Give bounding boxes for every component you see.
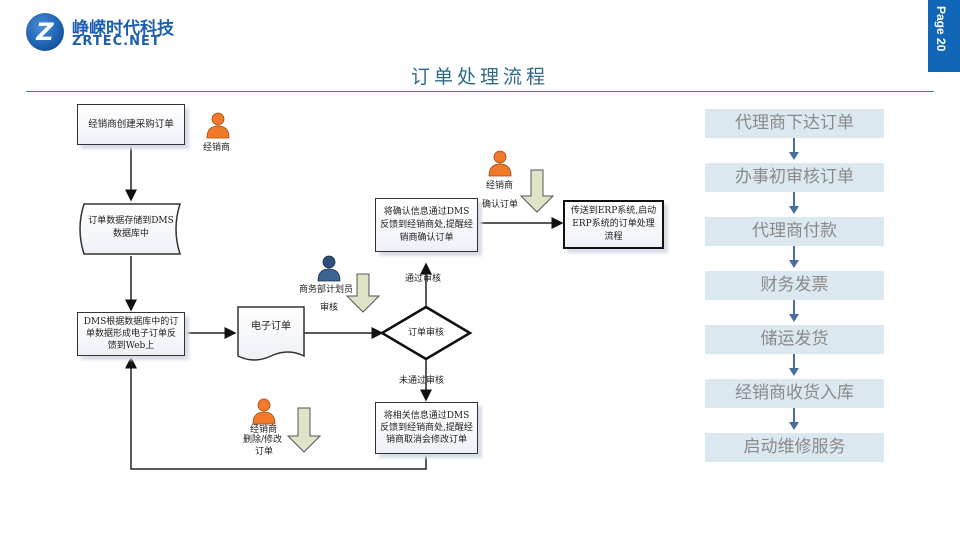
step-arrowhead-icon: [789, 368, 799, 376]
order-review-shape: [379, 305, 473, 361]
down-arrow-icon: [345, 273, 381, 313]
page-title: 订单处理流程: [410, 66, 549, 88]
node-e-order: 电子订单: [251, 321, 291, 332]
node-confirm-feedback: 将确认信息通过DMS反馈到经销商处,提醒经销商确认订单: [375, 198, 478, 252]
connector-reject-to-dms: [125, 356, 427, 470]
node-reject-feedback: 将相关信息通过DMS反馈到经销商处,提醒经销商取消会修改订单: [375, 402, 478, 454]
label-dealer-modify-action: 删除/修改: [243, 435, 283, 445]
logo-domain: ZRTEC.NET: [72, 34, 161, 49]
label-planner: 商务部计划员: [299, 285, 354, 295]
store-dms-shape: [79, 203, 182, 255]
node-store-dms: 订单数据存储到DMS数据库中: [88, 216, 174, 239]
down-arrow-icon: [519, 169, 555, 213]
step-item: 启动维修服务: [705, 433, 884, 462]
step-item: 财务发票: [705, 271, 884, 300]
label-dealer: 经销商: [203, 143, 231, 153]
step-arrow-icon: [793, 192, 795, 208]
down-arrow-icon: [286, 407, 322, 453]
step-arrow-icon: [793, 408, 795, 424]
label-dealer-confirm: 经销商: [486, 181, 514, 191]
step-arrowhead-icon: [789, 422, 799, 430]
step-arrow-icon: [793, 138, 795, 154]
step-item: 代理商下达订单: [705, 109, 884, 138]
step-arrowhead-icon: [789, 260, 799, 268]
label-dealer-confirm-action: 确认订单: [482, 200, 519, 210]
label-dealer-modify: 经销商: [250, 425, 278, 435]
label-planner-action: 审核: [320, 303, 339, 313]
step-arrow-icon: [793, 354, 795, 370]
node-erp-send: 传送到ERP系统,启动ERP系统的订单处理流程: [563, 200, 664, 249]
title-divider: [26, 91, 934, 92]
step-arrow-icon: [793, 246, 795, 262]
e-order-shape: [237, 306, 305, 361]
step-item: 储运发货: [705, 325, 884, 354]
dealer-person-icon: [206, 112, 230, 139]
node-order-review: 订单审核: [407, 328, 444, 338]
step-item: 代理商付款: [705, 217, 884, 246]
page-number-tab: Page 20: [928, 0, 960, 72]
logo-company-name: 峥嵘时代科技: [72, 19, 174, 39]
step-arrow-icon: [793, 300, 795, 316]
step-item: 经销商收货入库: [705, 379, 884, 408]
dealer-person-icon: [252, 398, 276, 425]
planner-person-icon: [317, 255, 341, 282]
dealer-person-icon: [488, 150, 512, 177]
label-not-passed: 未通过审核: [399, 376, 445, 386]
step-item: 办事初审核订单: [705, 163, 884, 192]
page-number: Page 20: [934, 6, 948, 52]
label-passed: 通过审核: [405, 274, 442, 284]
logo-icon: Z: [26, 13, 64, 51]
step-arrowhead-icon: [789, 152, 799, 160]
step-arrowhead-icon: [789, 206, 799, 214]
node-create-order: 经销商创建采购订单: [77, 104, 185, 145]
node-dms-form-order: DMS根据数据库中的订单数据形成电子订单反馈到Web上: [77, 312, 185, 356]
label-dealer-modify-action-2: 订单: [255, 447, 274, 457]
step-arrowhead-icon: [789, 314, 799, 322]
